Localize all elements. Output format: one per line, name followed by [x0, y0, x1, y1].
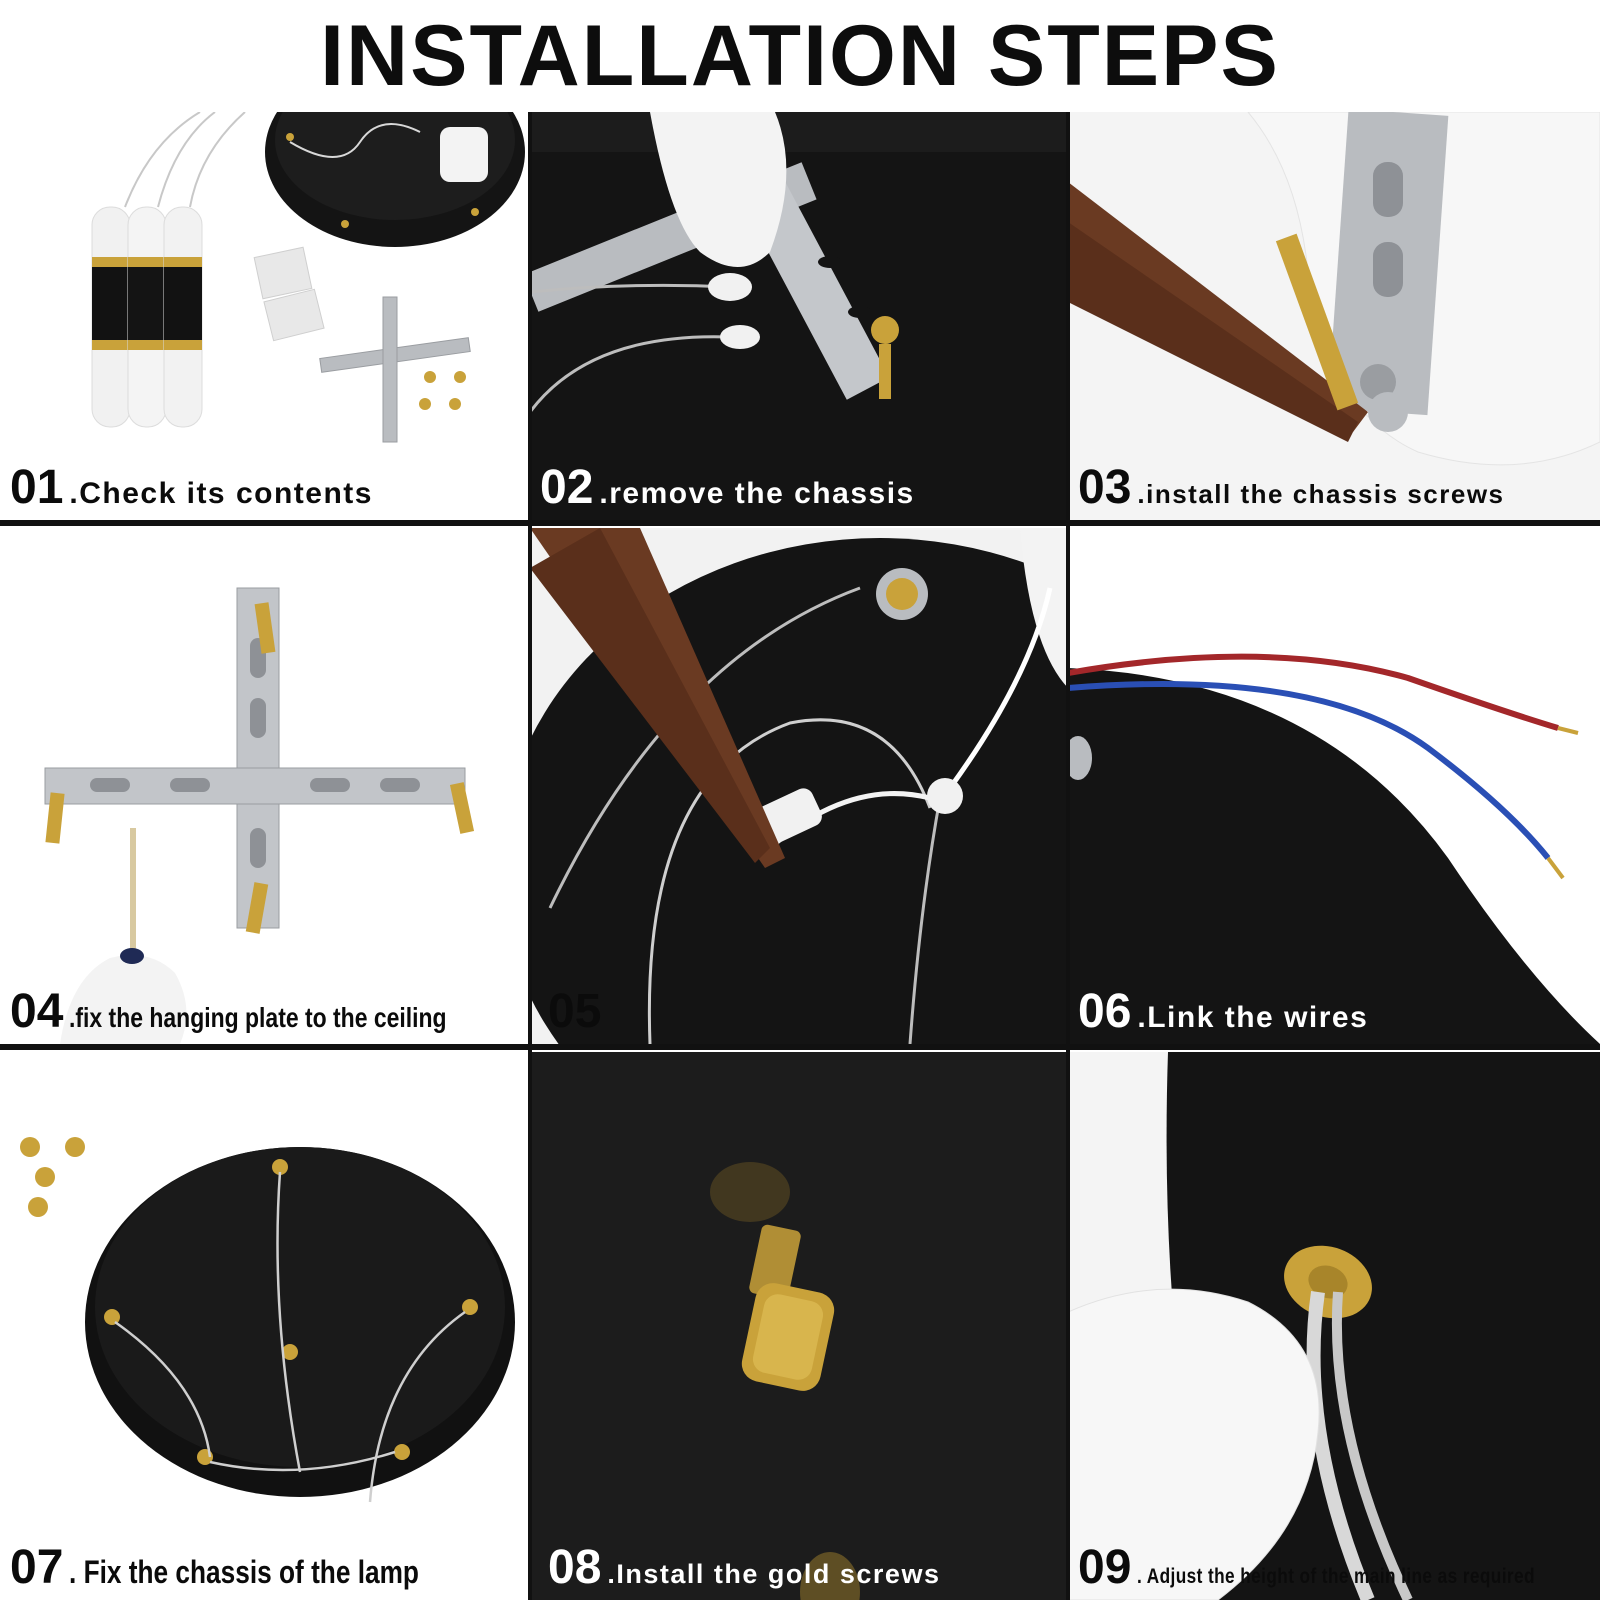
step-03-caption: 03 .install the chassis screws — [1078, 464, 1505, 512]
step-06-panel: 06 .Link the wires — [1068, 528, 1600, 1044]
step-number: 08 — [548, 1541, 602, 1594]
step-text: .fix the hanging plate to the ceiling — [69, 1002, 447, 1033]
step-09-panel: 09 . Adjust the height of the main line … — [1068, 1052, 1600, 1600]
step-number: 02 — [540, 461, 594, 514]
step-04-illustration — [44, 587, 475, 1044]
step-05-illustration — [530, 528, 1068, 1044]
step-number: 07 — [10, 1541, 64, 1594]
grid-divider — [528, 112, 532, 1600]
grid-divider — [1066, 112, 1070, 1600]
step-08-caption: 08 .Install the gold screws — [548, 1544, 940, 1592]
step-02-panel: 02 .remove the chassis — [530, 112, 1068, 520]
step-text: .Check its contents — [69, 477, 373, 510]
grid-divider — [0, 1044, 1600, 1050]
step-05-caption: 05 — [548, 988, 607, 1036]
step-01-caption: 01 .Check its contents — [10, 464, 373, 512]
page-title: INSTALLATION STEPS — [320, 7, 1280, 104]
step-text: . Adjust the height of the main line as … — [1137, 1565, 1536, 1588]
step-text: .Install the gold screws — [607, 1559, 941, 1589]
step-08-illustration — [530, 1052, 1068, 1600]
step-text: .Link the wires — [1137, 1001, 1369, 1034]
step-number: 01 — [10, 461, 64, 514]
step-text: . Fix the chassis of the lamp — [69, 1554, 420, 1590]
step-06-caption: 06 .Link the wires — [1078, 988, 1368, 1036]
step-06-illustration — [1068, 528, 1600, 1044]
step-01-panel: 01 .Check its contents — [0, 112, 530, 520]
step-07-caption: 07 . Fix the chassis of the lamp — [10, 1544, 496, 1592]
step-number: 04 — [10, 985, 64, 1038]
step-text: .install the chassis screws — [1137, 479, 1505, 509]
step-09-caption: 09 . Adjust the height of the main line … — [1078, 1544, 1600, 1592]
step-02-caption: 02 .remove the chassis — [540, 464, 915, 512]
step-04-caption: 04 .fix the hanging plate to the ceiling — [10, 988, 530, 1036]
step-02-illustration — [530, 112, 1068, 520]
step-07-illustration — [20, 1137, 515, 1503]
grid-divider — [0, 520, 1600, 526]
step-text: .remove the chassis — [599, 477, 915, 510]
step-number: 03 — [1078, 461, 1132, 514]
step-08-panel: 08 .Install the gold screws — [530, 1052, 1068, 1600]
steps-grid: 01 .Check its contents 02 .remove — [0, 112, 1600, 1600]
step-01-illustration — [91, 112, 525, 443]
step-04-panel: 04 .fix the hanging plate to the ceiling — [0, 528, 530, 1044]
step-number: 09 — [1078, 1541, 1132, 1594]
step-09-illustration — [1068, 1052, 1600, 1600]
step-number: 05 — [548, 985, 602, 1038]
step-03-panel: 03 .install the chassis screws — [1068, 112, 1600, 520]
step-number: 06 — [1078, 985, 1132, 1038]
step-07-panel: 07 . Fix the chassis of the lamp — [0, 1052, 530, 1600]
step-05-panel: 05 — [530, 528, 1068, 1044]
step-03-illustration — [1068, 112, 1600, 520]
